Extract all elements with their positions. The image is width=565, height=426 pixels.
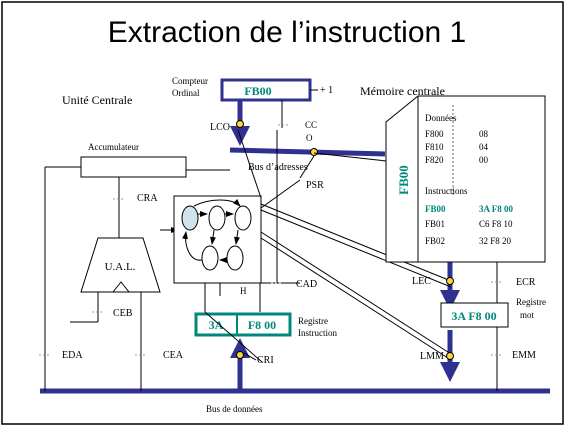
lco-label: LCO <box>210 122 230 133</box>
memory-instructions-header: Instructions <box>425 186 468 196</box>
lmm-ctrl-line-b <box>260 237 452 361</box>
lec-label: LEC <box>412 276 431 287</box>
address-bus <box>229 147 386 157</box>
memoire-centrale-label: Mémoire centrale <box>360 84 445 98</box>
memory-box <box>385 95 546 263</box>
memory-instr-val-0: 3A F8 00 <box>479 204 514 214</box>
memory-instr-addr-0: FB00 <box>425 204 446 214</box>
ual-label: U.A.L. <box>105 261 136 273</box>
memory-data-val-1: 04 <box>479 142 489 152</box>
seq-to-cri-line <box>204 311 263 363</box>
registre-mot-label-1: Registre <box>516 297 546 307</box>
registre-mot-value: 3A F8 00 <box>451 309 496 323</box>
psr-line <box>299 155 315 179</box>
sequencer-state-3 <box>201 245 219 271</box>
lmm-ctrl-line-a <box>260 231 452 355</box>
eda-label: EDA <box>62 350 83 361</box>
memory-data-addr-2: F820 <box>425 155 444 165</box>
unite-centrale-label: Unité Centrale <box>62 93 132 107</box>
memory-data-val-0: 08 <box>479 129 489 139</box>
h-label: H <box>240 286 247 296</box>
memory-to-psr-line <box>313 152 387 162</box>
ri-address: F8 00 <box>248 318 276 332</box>
registre-instruction-label-2: Instruction <box>298 328 337 338</box>
co-value: FB00 <box>244 84 271 98</box>
ual-notch <box>111 281 131 293</box>
seq-edge-4 <box>210 229 216 245</box>
memory-instr-val-2: 32 F8 20 <box>479 236 512 246</box>
memory-donnees-header: Données <box>425 113 457 123</box>
lec-ctrl-line-a <box>260 203 452 282</box>
memory-data-addr-1: F810 <box>425 142 444 152</box>
sequencer-state-0 <box>181 205 199 231</box>
ecr-label: ECR <box>516 277 536 288</box>
lmm-switch <box>446 352 454 360</box>
compteur-ordinal-label-1: Compteur <box>172 76 208 86</box>
registre-instruction-label-1: Registre <box>298 316 328 326</box>
seq-edge-6 <box>182 231 203 261</box>
compteur-ordinal-label-2: Ordinal <box>172 88 200 98</box>
seq-edge-3 <box>234 229 240 245</box>
cri-switch <box>236 351 244 359</box>
psr-label: PSR <box>306 180 324 191</box>
cea-label: CEA <box>163 350 184 361</box>
cco-label-2: O <box>306 133 313 143</box>
cri-line <box>243 352 257 361</box>
lco-switch <box>236 120 244 128</box>
seq-to-lco-line <box>237 129 262 199</box>
registre-instruction-box <box>194 312 292 337</box>
lec-ctrl-line-b <box>260 209 452 288</box>
ual-box <box>80 237 161 293</box>
accumulateur-box <box>80 156 187 178</box>
sequencer-state-2 <box>234 205 252 231</box>
memory-data-addr-0: F800 <box>425 129 444 139</box>
ri-opcode: 3A <box>209 318 224 332</box>
memory-instr-addr-1: FB01 <box>425 219 445 229</box>
memory-instr-addr-2: FB02 <box>425 236 445 246</box>
bus-donnees-label: Bus de données <box>206 404 263 414</box>
memory-instr-val-1: C6 F8 10 <box>479 219 513 229</box>
psr-switch <box>310 148 318 156</box>
registre-mot-label-2: mot <box>520 310 535 320</box>
cra-label: CRA <box>137 193 158 204</box>
accumulateur-label: Accumulateur <box>88 142 139 152</box>
lmm-label: LMM <box>420 351 444 362</box>
seq-edge-7 <box>193 198 241 207</box>
memory-vertical-label: FB00 <box>396 165 411 195</box>
lec-switch <box>446 277 454 285</box>
sequencer-state-1 <box>208 205 226 231</box>
bus-adresses-label: Bus d’adresses <box>248 162 308 173</box>
cad-label: CAD <box>296 279 317 290</box>
plus-one-label: + 1 <box>320 85 333 96</box>
page-title: Extraction de l’instruction 1 <box>108 16 467 49</box>
sequencer-state-4 <box>226 245 244 271</box>
memory-data-val-2: 00 <box>479 155 489 165</box>
cri-label: CRI <box>257 355 274 366</box>
registre-mot-box <box>440 302 509 328</box>
seq-to-psr-line <box>260 179 301 209</box>
cco-label-1: CC <box>305 120 317 130</box>
emm-label: EMM <box>512 350 536 361</box>
ceb-label: CEB <box>113 308 133 319</box>
